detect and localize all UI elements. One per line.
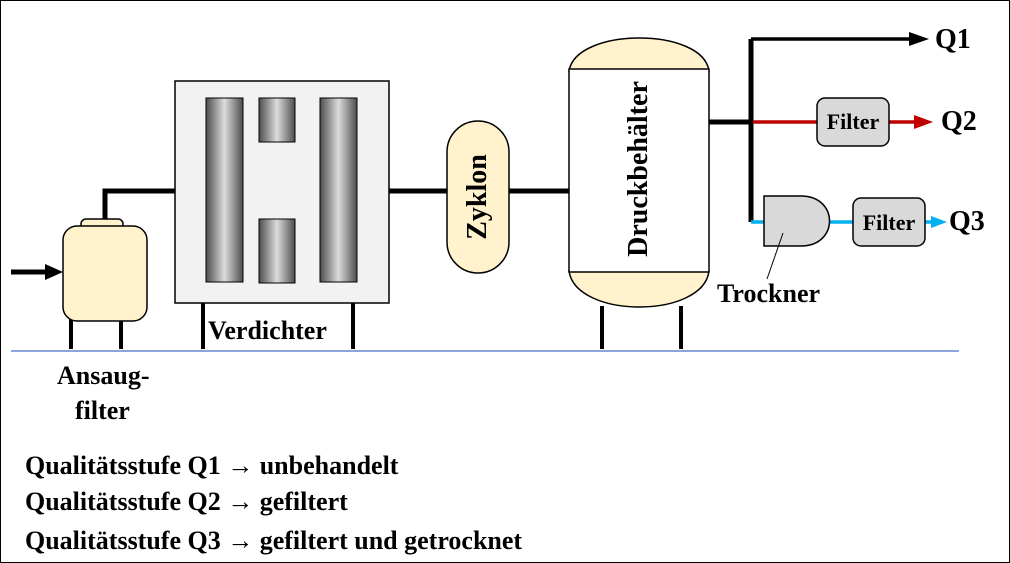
q2-line [753,115,933,129]
compressor-chamber-top [258,97,296,143]
dryer-leader-line [766,232,784,280]
intake-filter-label-line1: Ansaug- [57,361,150,390]
pipe-filter-to-compressor [102,188,177,219]
output-q2-label: Q2 [941,106,977,137]
intake-filter-label-line2: filter [75,396,130,425]
filter-q3-box [852,197,926,247]
legend-line-q1: Qualitätsstufe Q1 → unbehandelt [25,451,399,480]
cyclone [446,120,510,274]
cyclone-label: Zyklon [462,154,493,240]
compressor-label: Verdichter [208,316,327,345]
legend-line-q3: Qualitätsstufe Q3 → gefiltert und getroc… [25,526,523,555]
dryer-shape [763,195,831,247]
q1-line [751,32,929,46]
pressure-vessel-label: Druckbehälter [623,81,654,257]
compressor-chamber-left [205,97,244,283]
legend-line-q2: Qualitätsstufe Q2 → gefiltert [25,487,348,516]
dryer-label: Trockner [717,279,821,308]
q3-line [748,215,947,228]
compressor-chamber-bottom [258,218,296,284]
intake-filter [62,218,148,349]
compressor-chamber-right [319,97,358,283]
inlet-arrow [11,264,63,280]
output-q1-label: Q1 [935,24,971,55]
output-q3-label: Q3 [949,206,985,237]
compressor [174,80,390,349]
filter-q3-label: Filter [862,210,916,235]
filter-q2-box [816,97,890,147]
pressure-vessel [568,37,710,349]
filter-q2-label: Filter [826,109,880,134]
